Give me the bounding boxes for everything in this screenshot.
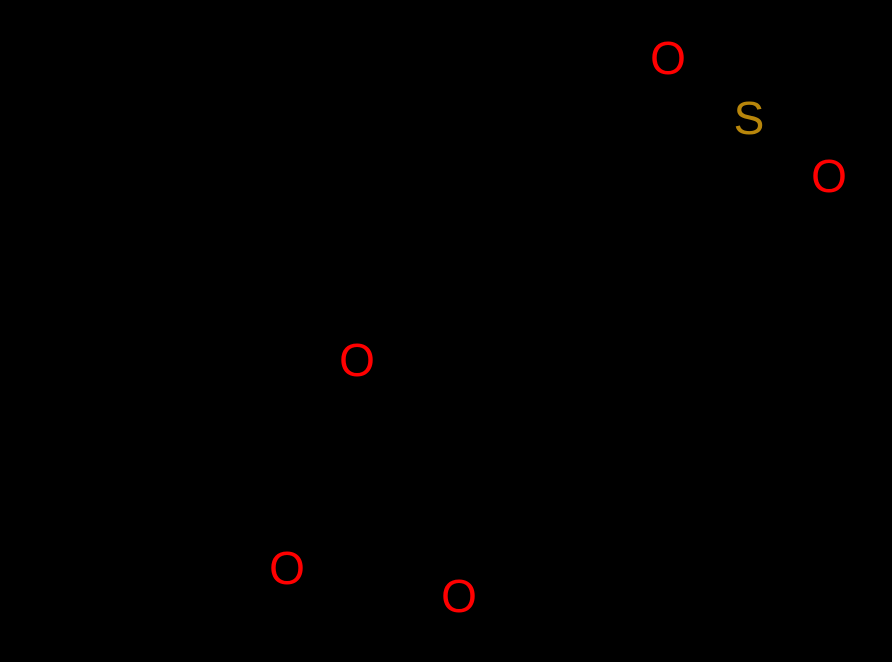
- bond: [358, 118, 457, 175]
- bond: [260, 88, 362, 122]
- bond: [373, 486, 448, 567]
- bond: [776, 126, 823, 157]
- bond: [388, 372, 500, 410]
- bond: [771, 133, 818, 164]
- bond: [615, 213, 714, 230]
- bond: [453, 171, 500, 410]
- atom-label-o-o4: O: [269, 542, 305, 594]
- bond: [710, 148, 742, 222]
- bond: [452, 153, 554, 171]
- bond: [668, 84, 727, 127]
- atom-label-o-o1: O: [650, 32, 686, 84]
- atom-label-s-s1: S: [733, 92, 765, 144]
- bond: [453, 162, 555, 180]
- bond: [550, 158, 620, 234]
- bond: [496, 393, 596, 410]
- bond: [616, 222, 715, 239]
- atom-label-o-o3: O: [339, 334, 375, 386]
- atom-label-o-o5: O: [441, 570, 477, 622]
- bond: [595, 317, 682, 401]
- bond: [663, 91, 722, 134]
- bond: [588, 310, 675, 394]
- bond: [366, 493, 441, 574]
- bond: [158, 88, 264, 132]
- bond: [674, 218, 714, 318]
- bond: [158, 538, 257, 558]
- bond: [355, 390, 374, 494]
- bond: [316, 490, 374, 558]
- atom-label-o-o2: O: [811, 150, 847, 202]
- bond: [592, 393, 642, 494]
